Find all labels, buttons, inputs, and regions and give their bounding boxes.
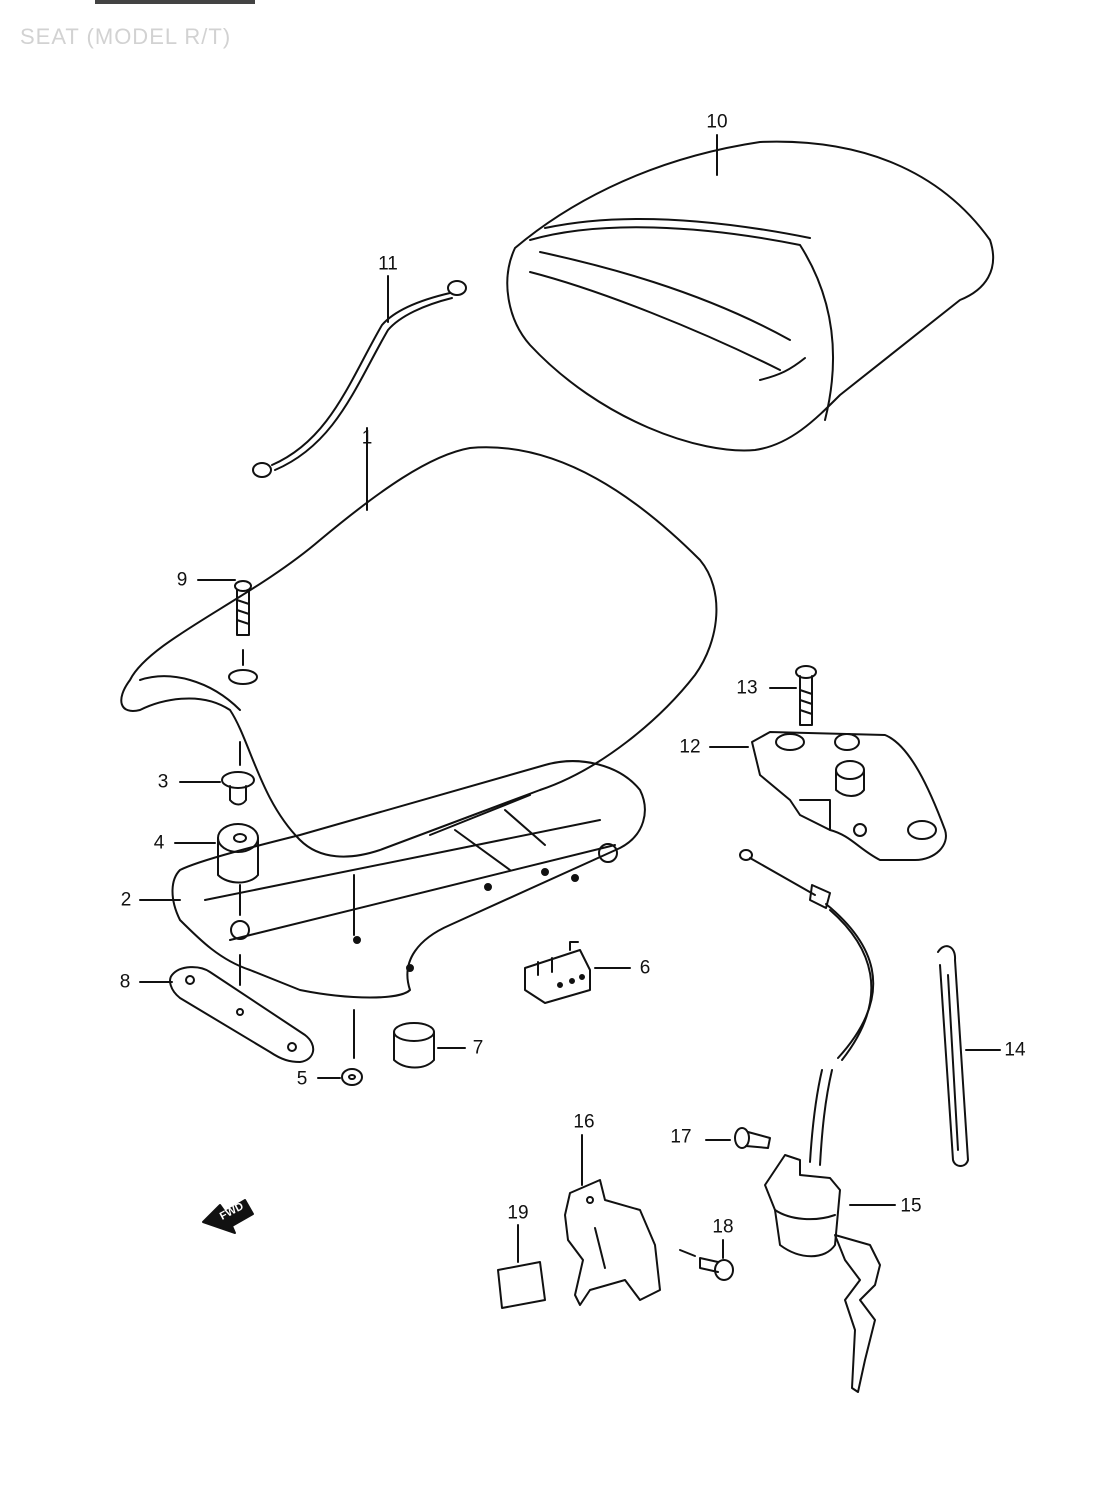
part-13-screw xyxy=(796,666,816,725)
part-label-9: 9 xyxy=(176,569,188,591)
part-label-3: 3 xyxy=(157,771,169,793)
fwd-arrow-icon xyxy=(203,1200,253,1233)
part-label-13: 13 xyxy=(736,677,758,699)
diagram-subtitle: SEAT (MODEL R/T) xyxy=(20,24,232,49)
part-label-6: 6 xyxy=(639,957,651,979)
part-label-15: 15 xyxy=(900,1195,922,1217)
part-label-4: 4 xyxy=(153,832,165,854)
part-11-seat-wire xyxy=(253,281,466,477)
part-16-bracket xyxy=(565,1180,660,1305)
part-label-10: 10 xyxy=(706,111,728,133)
part-label-18: 18 xyxy=(712,1216,734,1238)
part-label-1: 1 xyxy=(361,427,373,449)
part-7-buffer xyxy=(394,1023,434,1068)
header-title-fragment xyxy=(95,0,255,4)
part-label-2: 2 xyxy=(120,889,132,911)
part-6-clip xyxy=(525,942,590,1003)
leader-18-axis xyxy=(680,1250,695,1256)
part-19-label xyxy=(498,1262,545,1308)
part-3-grommet xyxy=(222,772,254,805)
part-1-main-seat xyxy=(121,447,716,856)
part-seat-lock-cable xyxy=(740,850,873,1165)
part-9-bolt xyxy=(229,581,257,684)
part-5-nut xyxy=(342,1069,362,1085)
part-label-11: 11 xyxy=(378,253,398,275)
part-label-17: 17 xyxy=(670,1126,692,1148)
part-8-plate xyxy=(170,967,313,1062)
part-12-lock-bracket xyxy=(752,732,946,860)
part-17-screw xyxy=(735,1128,770,1148)
part-label-12: 12 xyxy=(679,736,701,758)
part-label-7: 7 xyxy=(472,1037,484,1059)
part-label-8: 8 xyxy=(119,971,131,993)
part-2-seat-base xyxy=(173,761,645,997)
part-15-lock-cylinder xyxy=(765,1155,880,1392)
part-18-screw xyxy=(700,1258,733,1280)
part-label-16: 16 xyxy=(573,1111,595,1133)
part-label-19: 19 xyxy=(507,1202,529,1224)
part-label-14: 14 xyxy=(1004,1039,1026,1061)
part-4-cushion xyxy=(218,824,258,883)
part-10-seat-cowl xyxy=(507,142,993,451)
part-14-cable-tie xyxy=(938,946,968,1166)
part-label-5: 5 xyxy=(296,1068,308,1090)
